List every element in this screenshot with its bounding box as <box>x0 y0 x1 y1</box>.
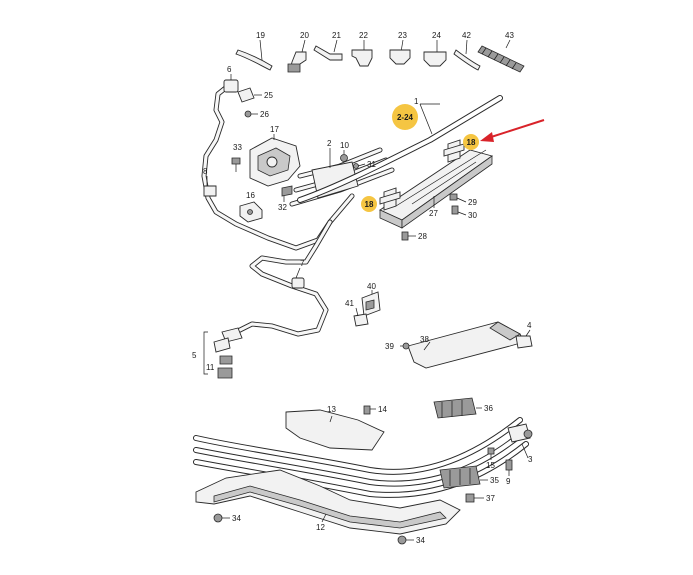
clip-18-a <box>443 139 465 163</box>
callout-31: 31 <box>367 160 376 169</box>
callout-11: 11 <box>206 363 215 372</box>
main-line-1 <box>297 95 503 203</box>
wiring-harness-middle <box>203 219 333 379</box>
callout-34-left: 34 <box>232 514 241 523</box>
marker-18-top-text: 18 <box>467 138 476 147</box>
callout-17: 17 <box>270 125 279 134</box>
callout-22: 22 <box>359 31 368 40</box>
callout-7: 7 <box>300 259 305 268</box>
callout-24: 24 <box>432 31 441 40</box>
callout-12: 12 <box>316 523 325 532</box>
callout-25: 25 <box>264 91 273 100</box>
fasteners-29-30 <box>449 193 467 216</box>
marker-18-top: 18 <box>463 134 479 150</box>
callout-26: 26 <box>260 110 269 119</box>
callout-36: 36 <box>484 404 493 413</box>
callout-33: 33 <box>233 143 242 152</box>
callout-40: 40 <box>367 282 376 291</box>
callout-16: 16 <box>246 191 255 200</box>
callout-1: 1 <box>414 97 419 106</box>
callout-34-right: 34 <box>416 536 425 545</box>
callout-14: 14 <box>378 405 387 414</box>
highlight-arrow <box>480 119 545 142</box>
callout-10: 10 <box>340 141 349 150</box>
marker-18-bottom: 18 <box>361 196 377 212</box>
callout-3: 3 <box>528 455 533 464</box>
callout-23: 23 <box>398 31 407 40</box>
callout-5: 5 <box>192 351 197 360</box>
top-row-parts <box>235 39 525 73</box>
callout-21: 21 <box>332 31 341 40</box>
callout-37: 37 <box>486 494 495 503</box>
callout-labels: 19 20 21 22 23 24 42 43 6 25 26 1 17 2 1… <box>192 31 533 545</box>
callout-19: 19 <box>256 31 265 40</box>
fastener-28 <box>401 231 416 241</box>
callout-41: 41 <box>345 299 354 308</box>
bottom-line-assembly <box>193 397 533 545</box>
callout-32: 32 <box>278 203 287 212</box>
bracket-40-41 <box>353 290 381 327</box>
callout-27: 27 <box>429 209 438 218</box>
rail-38 <box>400 321 533 369</box>
reference-marker-text: 2-24 <box>397 113 414 122</box>
callout-13: 13 <box>327 405 336 414</box>
callout-39: 39 <box>385 342 394 351</box>
callout-9: 9 <box>506 477 511 486</box>
callout-35: 35 <box>490 476 499 485</box>
callout-43: 43 <box>505 31 514 40</box>
callout-2: 2 <box>327 139 332 148</box>
callout-8: 8 <box>203 167 208 176</box>
heat-shield-27 <box>379 149 494 229</box>
callout-20: 20 <box>300 31 309 40</box>
callout-29: 29 <box>468 198 477 207</box>
callout-6: 6 <box>227 65 232 74</box>
cable-harness-upper <box>201 74 355 251</box>
mounting-bracket-17 <box>249 134 301 187</box>
callout-30: 30 <box>468 211 477 220</box>
marker-18-bottom-text: 18 <box>365 200 374 209</box>
clip-18-b <box>379 187 401 211</box>
callout-15: 15 <box>486 461 495 470</box>
callout-4: 4 <box>527 321 532 330</box>
callout-38: 38 <box>420 335 429 344</box>
callout-42: 42 <box>462 31 471 40</box>
callout-28: 28 <box>418 232 427 241</box>
reference-marker: 2-24 <box>392 104 418 130</box>
